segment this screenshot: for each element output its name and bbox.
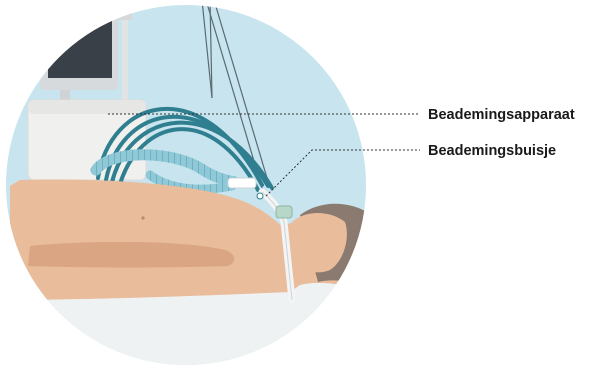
label-breathing-tube: Beademingsbuisje (428, 143, 556, 159)
label-ventilator: Beademingsapparaat (428, 107, 575, 123)
scene-circle (0, 0, 380, 367)
